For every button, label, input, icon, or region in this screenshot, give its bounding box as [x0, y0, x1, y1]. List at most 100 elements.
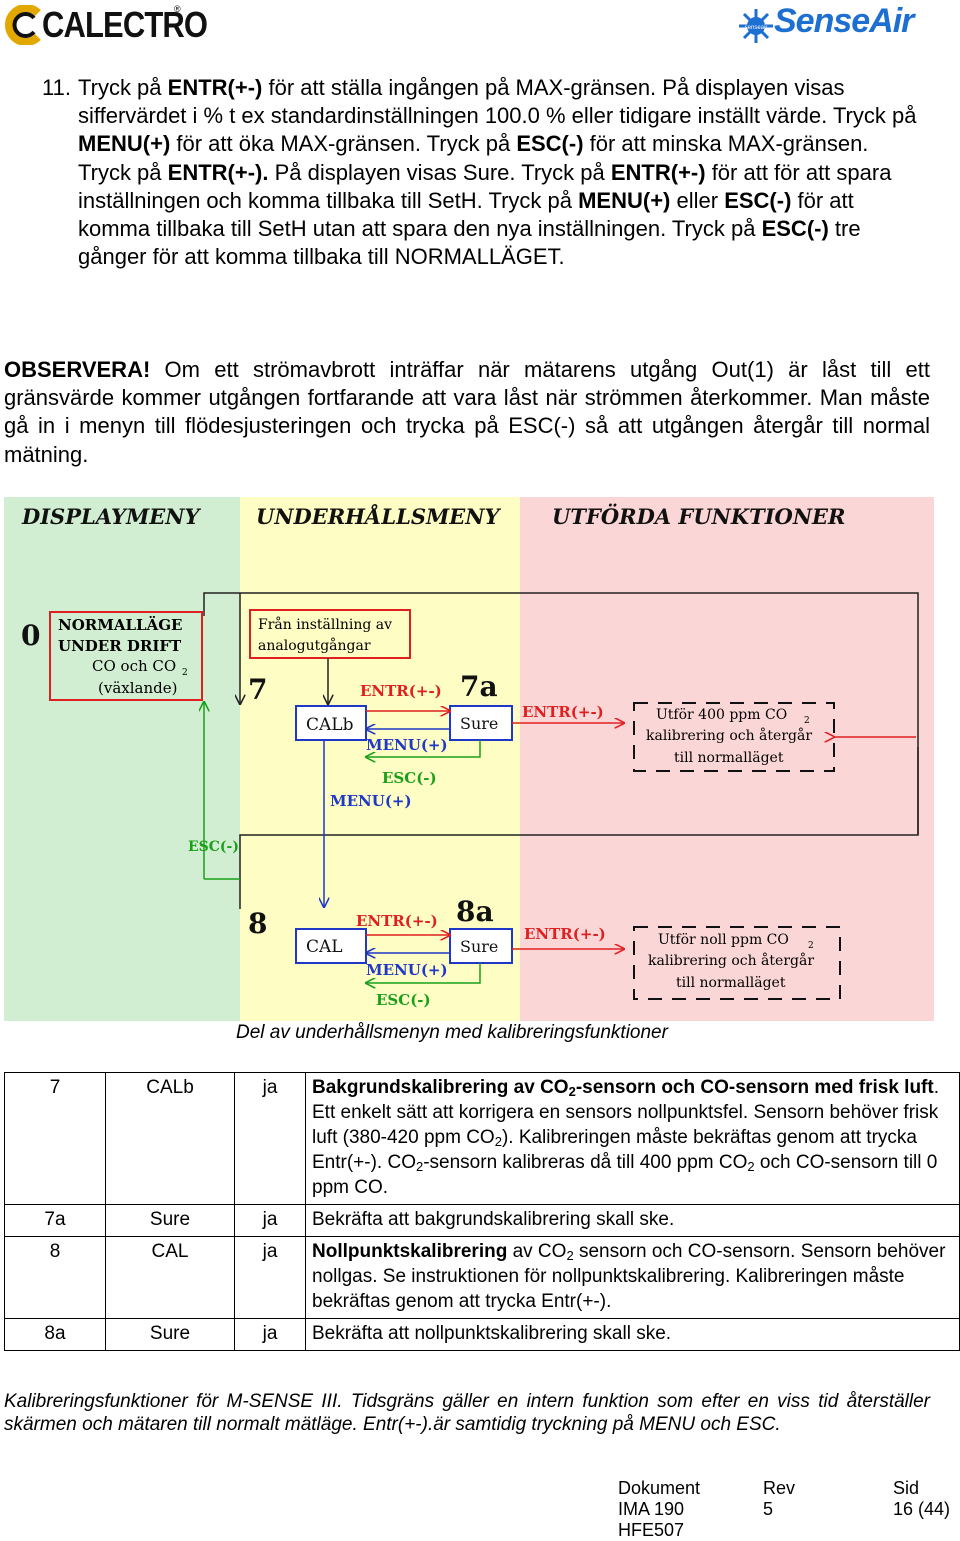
entr-label-7a: ENTR(+-) — [522, 703, 604, 721]
step-11-text-run: På displayen visas Sure. Tryck på — [268, 159, 611, 185]
result-8-line-3: till normalläget — [676, 975, 786, 991]
calectro-logo: CALECTRO ® — [4, 2, 208, 48]
state-0-line-1: NORMALLÄGE — [58, 615, 182, 634]
menu-flow-diagram: DISPLAYMENY UNDERHÅLLSMENY UTFÖRDA FUNKT… — [4, 497, 934, 1021]
esc-label-8a: ESC(-) — [376, 991, 431, 1009]
step-11-keyword: ENTR(+-). — [167, 159, 269, 185]
footer-label-document: Dokument — [618, 1478, 701, 1498]
row-id: 7 — [4, 1072, 106, 1205]
state-0-line-2: UNDER DRIFT — [58, 637, 182, 655]
result-8-subscript: 2 — [808, 941, 814, 951]
col-title-underhallsmeny: UNDERHÅLLSMENY — [256, 504, 501, 529]
state-7a-number: 7a — [460, 670, 498, 703]
cal-box — [295, 928, 367, 964]
row-description: Bekräfta att bakgrundskalibrering skall … — [305, 1204, 960, 1237]
step-11-text-run: eller — [670, 187, 725, 213]
footer-label-page: Sid — [893, 1478, 920, 1498]
from-setting-line-2: analogutgångar — [258, 637, 371, 654]
from-setting-box — [249, 609, 411, 659]
step-11-text-run: Tryck på — [78, 75, 168, 100]
row-description: Nollpunktskalibrering av CO2 sensorn och… — [305, 1236, 960, 1319]
result-7-box — [633, 702, 835, 772]
calb-box — [295, 705, 367, 741]
table-row: 7 CALb ja Bakgrundskalibrering av CO2-se… — [4, 1072, 960, 1205]
menu-label-8a: MENU(+) — [366, 961, 448, 979]
step-11-text-run: för att öka MAX-gränsen. Tryck på — [170, 131, 517, 157]
step-11-text-run: tre gånger för att komma tillbaka till N… — [78, 216, 861, 270]
loop-line-top — [203, 592, 919, 909]
row-code: Sure — [105, 1204, 235, 1237]
row7-bold-2: -sensorn och CO-sensorn med frisk luft — [575, 1077, 934, 1098]
result-7-line-2: kalibrering och återgår — [646, 727, 812, 744]
step-11-paragraph: 11. Tryck på ENTR(+-) för att ställa ing… — [42, 74, 922, 271]
state-0-line-4: (växlande) — [98, 679, 177, 697]
sure-label-7a: Sure — [460, 714, 498, 733]
utforda-funktioner-zone — [520, 497, 934, 1021]
registered-mark: ® — [174, 4, 181, 14]
step-11-keyword: MENU(+) — [78, 131, 171, 157]
row-id: 7a — [4, 1204, 106, 1237]
row-flag: ja — [234, 1318, 306, 1351]
state-0-subscript: 2 — [182, 668, 188, 678]
state-8-number: 8 — [248, 907, 267, 940]
calb-label: CALb — [306, 715, 354, 735]
senseair-logo: senseair SenseAir — [738, 2, 938, 48]
row-flag: ja — [234, 1204, 306, 1237]
row-id: 8 — [4, 1236, 106, 1319]
footer-col-page: Sid 16 (44) — [893, 1478, 950, 1520]
table-row: 8 CAL ja Nollpunktskalibrering av CO2 se… — [4, 1236, 960, 1319]
result-8-line-1: Utför noll ppm CO — [658, 932, 789, 948]
state-0-number: 0 — [21, 619, 40, 652]
from-setting-line-1: Från inställning av — [258, 616, 392, 633]
step-11-text-run: för att komma tillbaka till SetH utan at… — [78, 187, 854, 242]
footer-value-document: IMA 190 — [618, 1499, 685, 1519]
step-11-text-run: för att för att spara inställningen och … — [78, 159, 892, 213]
result-7-line-3: till normalläget — [674, 750, 784, 766]
sure-label-8a: Sure — [460, 937, 498, 956]
cal-label: CAL — [306, 937, 343, 957]
entr-label-8a: ENTR(+-) — [524, 925, 606, 943]
state-8a-number: 8a — [456, 895, 494, 928]
step-11-keyword: ENTR(+-) — [610, 159, 706, 185]
col-title-utforda: UTFÖRDA FUNKTIONER — [552, 504, 845, 529]
sure-box-8a — [449, 928, 513, 964]
footer-col-document: Dokument IMA 190 HFE507 — [618, 1478, 700, 1541]
footer-value-rev: 5 — [763, 1499, 774, 1519]
menu-label-7-to-8: MENU(+) — [330, 792, 412, 810]
observera-text: Om ett strömavbrott inträffar när mätare… — [4, 357, 930, 467]
row-code: CALb — [105, 1072, 235, 1205]
footer-label-rev: Rev — [763, 1478, 796, 1498]
step-11-keyword: ENTR(+-) — [167, 75, 263, 100]
row-code: CAL — [105, 1236, 235, 1319]
step-11-keyword: ESC(-) — [516, 131, 584, 157]
step-11-keyword: ESC(-) — [724, 187, 792, 213]
result-7-subscript: 2 — [804, 716, 810, 726]
esc-arrow-7a — [366, 740, 481, 757]
step-11-text-run: för att ställa ingången på MAX-gränsen. … — [78, 75, 917, 129]
calectro-wordmark: CALECTRO — [42, 4, 208, 45]
senseair-wordmark: SenseAir — [774, 2, 914, 40]
calectro-c-icon — [4, 5, 41, 45]
step-11-keyword: MENU(+) — [578, 187, 671, 213]
state-0-box — [49, 611, 203, 701]
result-7-line-1: Utför 400 ppm CO — [656, 707, 787, 723]
esc-label-to-0: ESC(-) — [188, 839, 239, 855]
entr-label-7: ENTR(+-) — [360, 682, 442, 700]
observera-paragraph: OBSERVERA! Om ett strömavbrott inträffar… — [4, 356, 930, 469]
result-8-line-2: kalibrering och återgår — [648, 952, 814, 969]
calibration-function-table: 7 CALb ja Bakgrundskalibrering av CO2-se… — [4, 1072, 960, 1351]
menu-label-7a: MENU(+) — [366, 736, 448, 754]
table-row: 7a Sure ja Bekräfta att bakgrundskalibre… — [4, 1204, 960, 1237]
row-description: Bakgrundskalibrering av CO2-sensorn och … — [305, 1072, 960, 1205]
footer-col-rev: Rev 5 — [763, 1478, 795, 1520]
row-id: 8a — [4, 1318, 106, 1351]
row-code: Sure — [105, 1318, 235, 1351]
state-7-number: 7 — [248, 673, 267, 706]
esc-arrow-8a — [366, 963, 481, 983]
footer-value-document-2: HFE507 — [618, 1520, 685, 1540]
row8-bold-1: Nollpunktskalibrering — [312, 1241, 508, 1262]
state-0-line-3: CO och CO — [92, 657, 176, 675]
step-number: 11. — [42, 75, 71, 100]
table-row: 8a Sure ja Bekräfta att nollpunktskalibr… — [4, 1318, 960, 1351]
svg-text:senseair: senseair — [745, 25, 768, 31]
